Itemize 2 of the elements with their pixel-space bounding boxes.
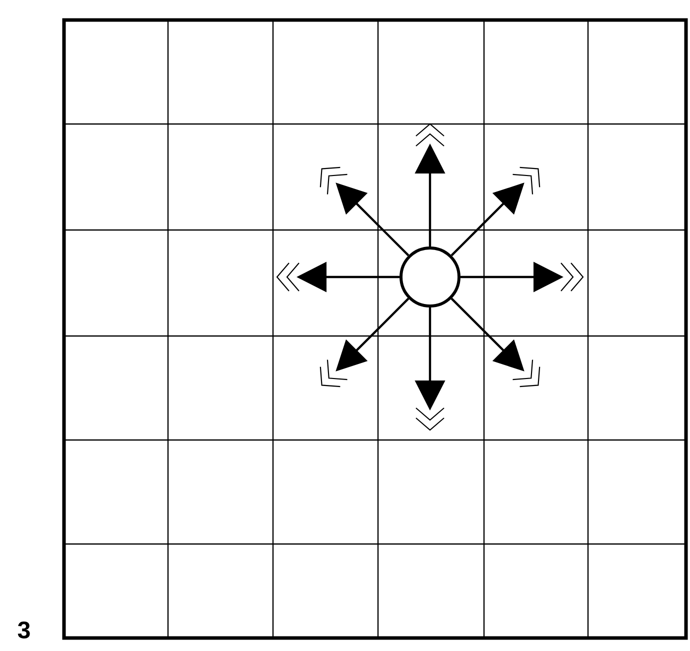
circle xyxy=(400,246,460,308)
figure-number: 3 xyxy=(18,622,30,639)
